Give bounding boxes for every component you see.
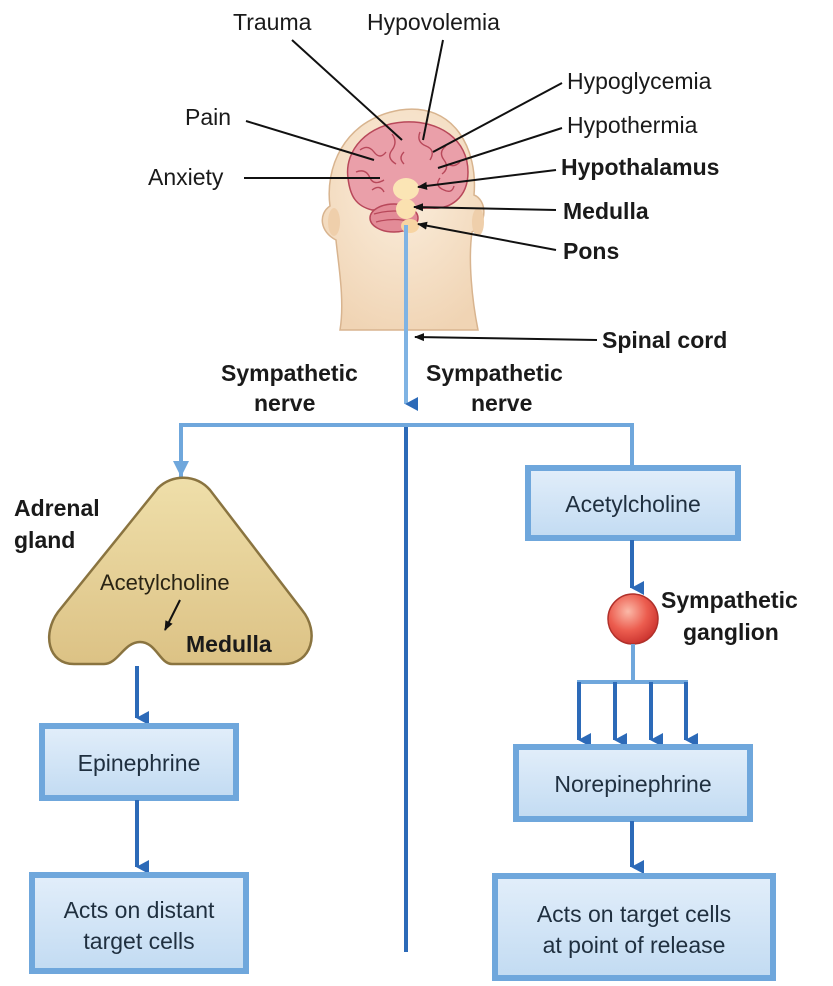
nerve-left-line2: nerve: [254, 390, 315, 416]
ganglion-line2: ganglion: [683, 619, 779, 645]
label-hypoglycemia: Hypoglycemia: [567, 68, 712, 94]
label-pain: Pain: [185, 104, 231, 130]
epinephrine-label: Epinephrine: [78, 750, 201, 776]
adrenal-acetylcholine: Acetylcholine: [100, 570, 230, 595]
distant-target-line1: Acts on distant: [64, 897, 215, 923]
acetylcholine-label: Acetylcholine: [565, 491, 701, 517]
ear-left: [328, 208, 340, 236]
label-hypothalamus: Hypothalamus: [561, 154, 719, 180]
label-hypovolemia: Hypovolemia: [367, 9, 500, 35]
label-pons: Pons: [563, 238, 619, 264]
right-path: Acetylcholine Sympathetic ganglion Norep…: [495, 468, 798, 978]
sympathetic-ganglion: [608, 594, 658, 644]
label-trauma: Trauma: [233, 9, 312, 35]
nerve-left-line1: Sympathetic: [221, 360, 358, 386]
adrenal-medulla: Medulla: [186, 631, 272, 657]
arrow-to-adrenal: [173, 461, 189, 477]
hypothalamus-region: [393, 178, 419, 200]
ganglion-line1: Sympathetic: [661, 587, 798, 613]
label-anxiety: Anxiety: [148, 164, 224, 190]
label-medulla-brain: Medulla: [563, 198, 649, 224]
adrenal-gland: Adrenal gland Acetylcholine Medulla: [14, 478, 312, 664]
leader-trauma: [292, 40, 402, 140]
arrow-spinal-cord: [415, 337, 597, 340]
head-illustration: [322, 109, 484, 330]
nerve-right-line2: nerve: [471, 390, 532, 416]
nerve-right-line1: Sympathetic: [426, 360, 563, 386]
label-spinal-cord: Spinal cord: [602, 327, 727, 353]
leader-hypoglycemia: [433, 83, 562, 152]
release-target-line2: at point of release: [543, 932, 726, 958]
adrenal-title-line2: gland: [14, 527, 75, 553]
adrenal-title-line1: Adrenal: [14, 495, 100, 521]
release-target-line1: Acts on target cells: [537, 901, 731, 927]
distant-target-line2: target cells: [83, 928, 194, 954]
norepinephrine-label: Norepinephrine: [554, 771, 711, 797]
ear-right: [472, 208, 484, 236]
label-hypothermia: Hypothermia: [567, 112, 698, 138]
distant-target-box: [32, 875, 246, 971]
pons-region: [401, 219, 419, 233]
release-target-box: [495, 876, 773, 978]
medulla-region: [396, 199, 416, 219]
left-path: Epinephrine Acts on distant target cells: [32, 666, 246, 971]
